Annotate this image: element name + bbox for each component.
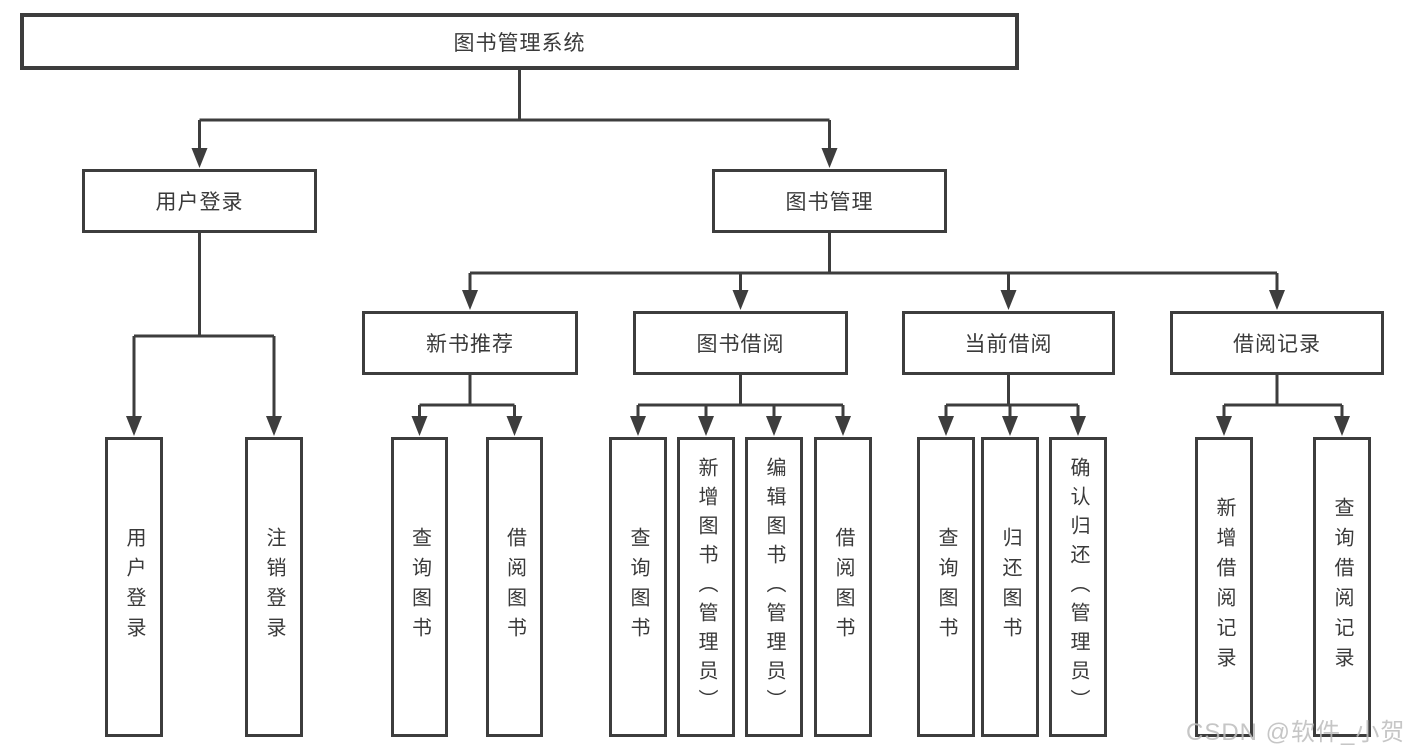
connector-current-borrowing-to-leaves (938, 375, 1086, 436)
node-query-books-current: 查询图书 (917, 437, 975, 737)
node-label: 用户登录 (155, 191, 244, 214)
arrow-down-icon (1000, 290, 1017, 310)
arrow-down-icon (266, 416, 282, 436)
node-label: 新增借阅记录 (1213, 497, 1235, 677)
node-return-books: 归还图书 (981, 437, 1039, 737)
connector-borrowing-records-to-leaves (1216, 375, 1350, 436)
arrow-down-icon (1216, 416, 1232, 436)
node-add-books-admin: 新增图书（管理员） (677, 437, 735, 737)
node-label: 查询图书 (408, 527, 431, 647)
node-new-book-recommend: 新书推荐 (362, 311, 578, 375)
arrow-down-icon (630, 416, 646, 436)
node-label: 借阅图书 (503, 527, 526, 647)
connector-book-management-to-level3 (462, 233, 1285, 310)
node-label: 编辑图书（管理员） (763, 456, 785, 718)
node-label: 归还图书 (999, 527, 1021, 647)
node-borrow-books: 借阅图书 (814, 437, 872, 737)
node-borrowing-records: 借阅记录 (1170, 311, 1384, 375)
node-query-books-recommend: 查询图书 (391, 437, 448, 737)
node-book-borrowing: 图书借阅 (633, 311, 848, 375)
arrow-down-icon (1334, 416, 1350, 436)
node-label: 查询借阅记录 (1331, 497, 1353, 677)
arrow-down-icon (126, 416, 142, 436)
node-query-borrow-record: 查询借阅记录 (1313, 437, 1371, 737)
node-label: 注销登录 (263, 527, 285, 647)
node-library-management-system: 图书管理系统 (20, 13, 1019, 70)
node-label: 新增图书（管理员） (695, 456, 717, 718)
arrow-down-icon (698, 416, 714, 436)
node-label: 图书管理 (785, 191, 874, 214)
arrow-down-icon (732, 290, 749, 310)
connector-user-login-to-leaves (126, 233, 282, 436)
node-logout: 注销登录 (245, 437, 303, 737)
arrow-down-icon (938, 416, 954, 436)
arrow-down-icon (835, 416, 851, 436)
arrow-down-icon (766, 416, 782, 436)
arrow-down-icon (411, 416, 428, 436)
node-label: 确认归还（管理员） (1067, 456, 1089, 718)
node-edit-books-admin: 编辑图书（管理员） (745, 437, 803, 737)
node-label: 用户登录 (123, 527, 145, 647)
arrow-down-icon (462, 290, 478, 310)
node-confirm-return-admin: 确认归还（管理员） (1049, 437, 1107, 737)
node-add-borrow-record: 新增借阅记录 (1195, 437, 1253, 737)
node-query-books-borrow: 查询图书 (609, 437, 667, 737)
arrow-down-icon (1269, 290, 1285, 310)
arrow-down-icon (1070, 416, 1086, 436)
node-label: 查询图书 (627, 527, 649, 647)
node-label: 借阅图书 (832, 527, 854, 647)
connector-root-to-level2 (191, 68, 838, 168)
node-book-management: 图书管理 (712, 169, 947, 233)
arrow-down-icon (1002, 416, 1018, 436)
connector-book-borrowing-to-leaves (630, 375, 851, 436)
arrow-down-icon (821, 148, 838, 168)
node-label: 借阅记录 (1233, 333, 1321, 356)
node-user-login-action: 用户登录 (105, 437, 163, 737)
node-label: 查询图书 (935, 527, 957, 647)
arrow-down-icon (506, 416, 523, 436)
node-label: 当前借阅 (964, 333, 1053, 356)
csdn-watermark: CSDN @软件_小贺同学 (1186, 719, 1405, 746)
node-label: 新书推荐 (426, 333, 514, 356)
connector-new-book-recommend-to-leaves (411, 375, 523, 436)
node-label: 图书借阅 (696, 333, 785, 356)
node-borrow-books-recommend: 借阅图书 (486, 437, 543, 737)
node-user-login: 用户登录 (82, 169, 317, 233)
node-current-borrowing: 当前借阅 (902, 311, 1115, 375)
arrow-down-icon (191, 148, 208, 168)
node-label: 图书管理系统 (453, 31, 586, 55)
